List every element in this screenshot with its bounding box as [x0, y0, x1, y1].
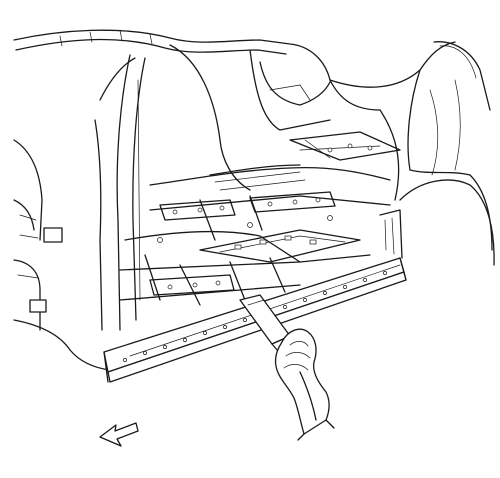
rear-quarter-panel	[379, 69, 495, 266]
rocker-holes	[123, 271, 387, 362]
c-pillar	[169, 44, 381, 191]
front-hinge-pillar	[13, 139, 111, 371]
roof-frame	[13, 29, 491, 111]
floor-holes	[157, 143, 373, 290]
forward-arrow-icon	[99, 422, 139, 447]
b-pillar	[94, 54, 146, 331]
gloved-hand	[274, 328, 335, 441]
floor-pan	[119, 131, 401, 306]
